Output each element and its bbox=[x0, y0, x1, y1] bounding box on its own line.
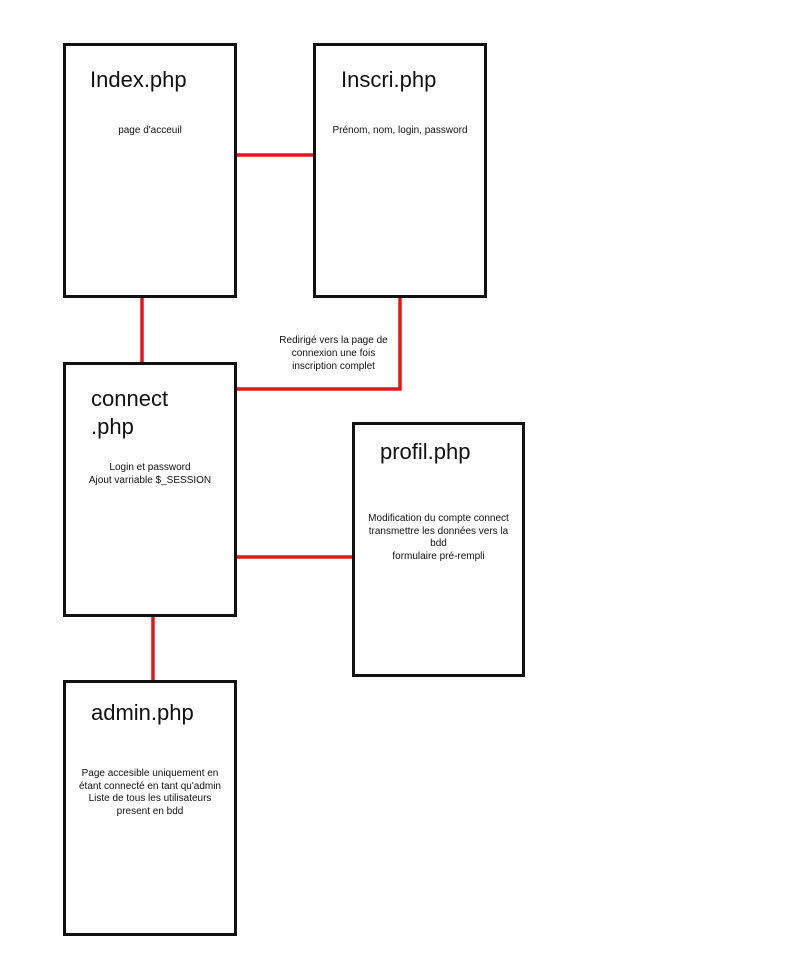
admin-title: admin.php bbox=[91, 700, 194, 725]
connect-desc-line: Login et password bbox=[109, 462, 191, 473]
profil-title: profil.php bbox=[380, 439, 471, 464]
profil-page-box: profil.php Modification du compte connec… bbox=[352, 422, 525, 677]
admin-desc-line: present en bdd bbox=[116, 805, 184, 817]
admin-page-box: admin.php Page accesible uniquement en é… bbox=[63, 680, 237, 936]
admin-desc-line: Page accesible uniquement en bbox=[81, 768, 219, 779]
redirect-note: Redirigé vers la page de connexion une f… bbox=[256, 334, 411, 373]
connect-page-box: connect .php Login et password Ajout var… bbox=[63, 362, 237, 617]
connect-title-line-2: .php bbox=[91, 414, 134, 439]
index-desc-line: page d'acceuil bbox=[118, 125, 182, 136]
redirect-note-line: Redirigé vers la page de bbox=[279, 335, 388, 346]
index-title: Index.php bbox=[90, 67, 187, 92]
admin-desc-line: Liste de tous les utilisateurs bbox=[88, 793, 212, 804]
profil-desc-line: formulaire pré-rempli bbox=[392, 550, 485, 562]
connect-title-line-1: connect bbox=[91, 386, 169, 411]
profil-desc-line: bdd bbox=[430, 538, 447, 549]
inscri-desc-line: Prénom, nom, login, password bbox=[332, 125, 468, 136]
connect-title: connect .php bbox=[91, 385, 168, 441]
admin-desc-line: étant connecté en tant qu'admin bbox=[78, 780, 221, 792]
redirect-note-line: connexion une fois bbox=[291, 348, 376, 359]
index-page-box: Index.php page d'acceuil bbox=[63, 43, 237, 298]
connect-description: Login et password Ajout varriable $_SESS… bbox=[66, 462, 234, 487]
index-description: page d'acceuil bbox=[66, 125, 234, 138]
inscri-page-box: Inscri.php Prénom, nom, login, password bbox=[313, 43, 487, 298]
inscri-title: Inscri.php bbox=[341, 67, 437, 92]
inscri-description: Prénom, nom, login, password bbox=[316, 125, 484, 138]
redirect-note-line: inscription complet bbox=[292, 361, 375, 372]
profil-desc-line: Modification du compte connect bbox=[368, 513, 509, 524]
admin-description: Page accesible uniquement en étant conne… bbox=[66, 768, 234, 818]
profil-desc-line: transmettre les données vers la bbox=[368, 525, 509, 537]
connect-desc-line: Ajout varriable $_SESSION bbox=[88, 474, 212, 486]
profil-description: Modification du compte connect transmett… bbox=[355, 513, 522, 563]
